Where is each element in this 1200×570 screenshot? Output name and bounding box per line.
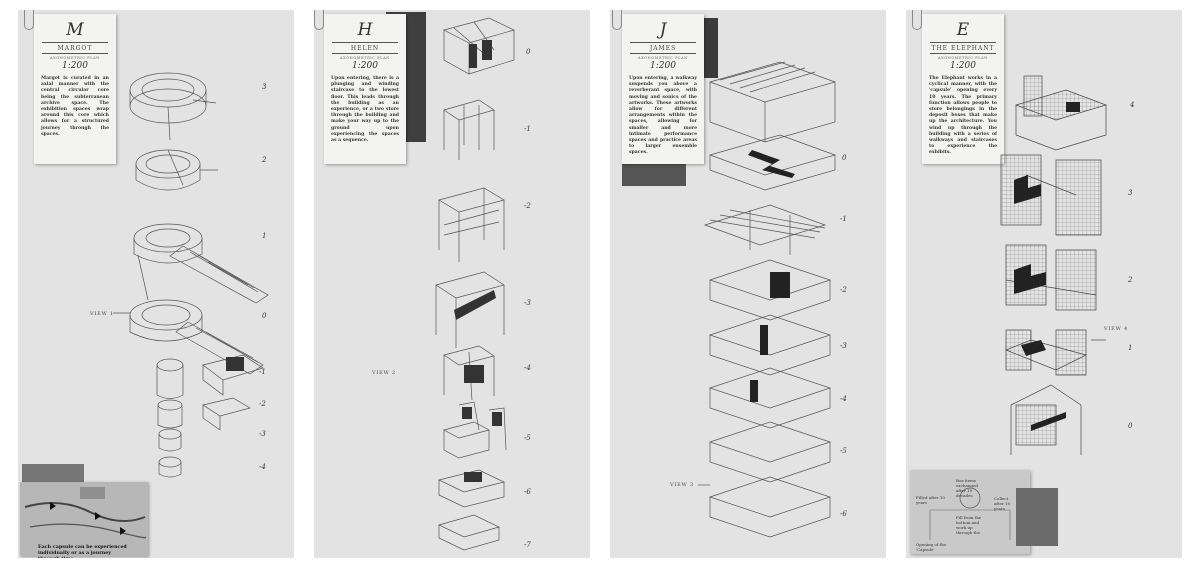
diagram-note: Filled after 10 years [916, 495, 945, 505]
view-label: VIEW 4 [1104, 326, 1128, 332]
diagram-note: Collect after 10 years [994, 496, 1011, 511]
level-label: -3 [259, 430, 266, 438]
level-label: 3 [262, 83, 267, 91]
board-description: Upon entering, there is a plunging and w… [331, 76, 399, 144]
level-label: 0 [262, 312, 267, 320]
board-scale: 1:200 [352, 61, 378, 71]
level-label: 0 [526, 48, 531, 56]
level-label: -6 [840, 510, 847, 518]
paperclip-icon [912, 10, 922, 30]
board-subtitle: AXONOMETRIC PLAN [638, 56, 688, 60]
level-label: -4 [259, 463, 266, 471]
board-scale: 1:200 [62, 61, 88, 71]
level-label: -2 [259, 400, 266, 408]
divider [930, 42, 996, 43]
level-label: 0 [1128, 422, 1133, 430]
cycle-diagram [929, 487, 1011, 540]
diagram-note: Box items exchanged after 10 decades [956, 478, 978, 498]
photo [1016, 488, 1058, 546]
paperclip-icon [24, 10, 34, 30]
axonometric-drawing [1000, 75, 1108, 455]
level-label: 0 [842, 154, 847, 162]
title-card: M MARGOT AXONOMETRIC PLAN 1:200 Margot i… [24, 10, 116, 164]
level-label: -2 [840, 286, 847, 294]
level-label: 2 [262, 156, 267, 164]
board-subtitle: AXONOMETRIC PLAN [340, 56, 390, 60]
board-elephant: E THE ELEPHANT AXONOMETRIC PLAN 1:200 Th… [906, 10, 1182, 558]
board-name: THE ELEPHANT [931, 45, 995, 52]
board-subtitle: AXONOMETRIC PLAN [50, 56, 100, 60]
level-label: -3 [524, 299, 531, 307]
axonometric-drawing [113, 72, 269, 478]
view-label: VIEW 1 [90, 311, 114, 317]
divider [332, 53, 398, 54]
divider [42, 42, 108, 43]
divider [332, 42, 398, 43]
board-description: Margot is curated in an axial manner wit… [41, 76, 109, 137]
axonometric-drawing [698, 61, 837, 538]
divider [630, 53, 696, 54]
paperclip-icon [314, 10, 324, 30]
level-label: 2 [1128, 276, 1133, 284]
board-scale: 1:200 [950, 61, 976, 71]
title-card: J JAMES AXONOMETRIC PLAN 1:200 Upon ente… [612, 10, 704, 164]
board-description: The Elephant works in a cyclical manner,… [929, 76, 997, 156]
level-label: -1 [840, 215, 847, 223]
board-letter: H [357, 20, 373, 40]
site-map-collage [20, 482, 148, 556]
level-label: 1 [1128, 344, 1133, 352]
board-letter: E [956, 20, 970, 40]
board-name: MARGOT [57, 45, 93, 52]
board-helen: H HELEN AXONOMETRIC PLAN 1:200 Upon ente… [314, 10, 590, 558]
level-label: -5 [840, 447, 847, 455]
level-label: 4 [1130, 101, 1135, 109]
site-map [20, 482, 148, 556]
board-letter: J [659, 20, 667, 40]
diagram-note: Fill from the bottom and work up through… [956, 515, 982, 535]
level-label: -1 [259, 368, 266, 376]
level-label: -4 [840, 395, 847, 403]
view-label: VIEW 2 [372, 370, 396, 376]
axonometric-drawing [435, 17, 515, 551]
paperclip-icon [612, 10, 622, 30]
level-label: -1 [524, 125, 531, 133]
title-card: H HELEN AXONOMETRIC PLAN 1:200 Upon ente… [314, 10, 406, 164]
board-subtitle: AXONOMETRIC PLAN [938, 56, 988, 60]
board-description: Upon entering, a walkway suspends you ab… [629, 76, 697, 156]
level-label: -3 [840, 342, 847, 350]
board-name: JAMES [649, 45, 677, 52]
title-card: E THE ELEPHANT AXONOMETRIC PLAN 1:200 Th… [912, 10, 1004, 164]
level-label: -7 [524, 541, 531, 549]
level-label: -2 [524, 202, 531, 210]
photo [22, 464, 84, 486]
divider [630, 42, 696, 43]
divider [930, 53, 996, 54]
level-label: -6 [524, 488, 531, 496]
level-label: 3 [1128, 189, 1133, 197]
collage-caption: Each capsule can be experienced individu… [38, 544, 127, 558]
board-margot: M MARGOT AXONOMETRIC PLAN 1:200 Margot i… [18, 10, 294, 558]
level-label: -4 [524, 364, 531, 372]
divider [42, 53, 108, 54]
board-name: HELEN [350, 45, 380, 52]
view-label: VIEW 3 [670, 482, 694, 488]
board-scale: 1:200 [650, 61, 676, 71]
level-label: -5 [524, 434, 531, 442]
board-letter: M [66, 20, 84, 40]
board-james: J JAMES AXONOMETRIC PLAN 1:200 Upon ente… [610, 10, 886, 558]
diagram-collage [910, 470, 1030, 554]
level-label: 1 [262, 232, 267, 240]
diagram-note: Opening of the 'Capsule' [916, 542, 947, 552]
